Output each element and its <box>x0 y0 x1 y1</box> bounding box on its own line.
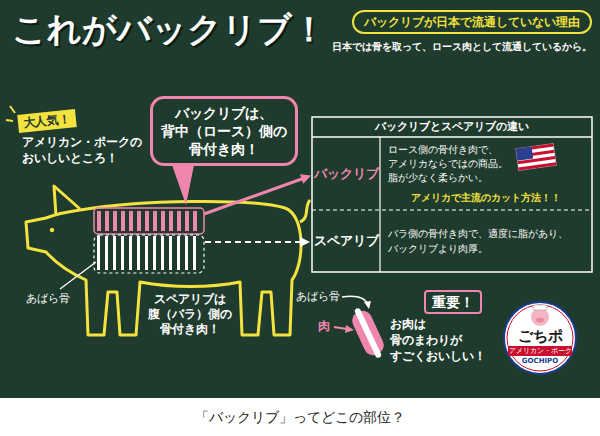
chalkboard <box>0 0 600 398</box>
table-cell: ロース側の骨付き肉で、 アメリカならではの商品。 脂が少なく柔らかい。アメリカで… <box>380 137 592 210</box>
bone <box>354 307 382 358</box>
text-line: 脂が少なく柔らかい。 <box>388 171 508 185</box>
node-text: 大人気！ <box>22 111 71 132</box>
part-label: あばら骨 <box>26 292 70 306</box>
text-line: 骨のまわりが <box>390 332 486 348</box>
sparkle <box>10 106 15 113</box>
text-line: ロース側の骨付き肉で、 <box>388 143 508 157</box>
dashed-arrow <box>205 241 300 243</box>
node-text: スペアリブ <box>314 232 379 250</box>
table-frame <box>312 117 592 272</box>
meat <box>349 308 387 358</box>
node-text: ロース側の骨付き肉で、 アメリカならではの商品。 脂が少なく柔らかい。 <box>388 143 508 185</box>
node-text: GOCHIPO <box>502 357 578 366</box>
pig-outline <box>26 201 301 335</box>
leader-line <box>60 262 96 289</box>
back-ribs <box>97 211 201 231</box>
caption: 「バックリブ」ってどこの部位？ <box>195 408 405 426</box>
sparkle <box>6 120 13 121</box>
bone-meat <box>348 304 389 361</box>
meat-leader <box>334 327 347 329</box>
text-line: バックリブより肉厚。 <box>388 241 568 256</box>
node-text: バックリブは、 背中（ロース）側の 骨付き肉！ <box>161 104 287 158</box>
speech-bubble: バックリブは、 背中（ロース）側の 骨付き肉！ <box>150 96 298 166</box>
important-tag: 重要！ <box>424 290 482 314</box>
text-line: アメリカならではの商品。 <box>388 157 508 171</box>
arrow-head <box>364 301 371 309</box>
callout-text: アメリカン・ポークの おいしいところ！ <box>22 134 142 166</box>
table-row-head: スペアリブ <box>312 210 380 272</box>
table-rule <box>379 137 380 272</box>
flag-field <box>516 143 557 170</box>
node-text: バックリブ <box>314 165 379 183</box>
us-flag <box>516 143 557 170</box>
table-rule <box>312 209 592 210</box>
pig-eye <box>50 228 54 232</box>
pig-ear <box>54 186 80 216</box>
table-row-head: バックリブ <box>312 137 380 210</box>
node-text: バックリブが日本で流通していない理由 <box>364 14 580 30</box>
text-line: アメリカン・ポークの <box>22 134 142 150</box>
reason-pill: バックリブが日本で流通していない理由 <box>352 10 592 34</box>
node-text: バックリブとスペアリブの違い <box>312 120 592 134</box>
text-line: 腹（バラ）側の <box>148 307 232 322</box>
spare-ribs-outline <box>94 235 204 273</box>
text-line: スペアリブは <box>148 292 232 307</box>
flag-stripe <box>518 162 556 170</box>
node-text: ごちポ <box>502 327 578 345</box>
pig-tail <box>300 200 310 222</box>
pink-arrow <box>204 179 303 215</box>
arrow-head <box>345 325 354 333</box>
bubble-tail <box>172 165 194 205</box>
text-line: バラ側の骨付き肉で、適度に脂があり、 <box>388 226 568 241</box>
flag-canton <box>516 147 534 161</box>
title: これがバックリブ！ <box>12 8 326 50</box>
arrow-head <box>300 174 311 183</box>
note-text: お肉は 骨のまわりが すごくおいしい！ <box>390 316 486 364</box>
text-line: 背中（ロース）側の <box>161 122 287 140</box>
text-line: お肉は <box>390 316 486 332</box>
text-line: 骨付き肉！ <box>148 322 232 337</box>
logo-snout <box>536 317 544 322</box>
part-label: 肉 <box>318 318 330 334</box>
logo-badge: ごちポアメリカン・ポークGOCHIPO <box>502 300 578 376</box>
table-cell: バラ側の骨付き肉で、適度に脂があり、 バックリブより肉厚。 <box>380 210 592 272</box>
text-line: すごくおいしい！ <box>390 348 486 364</box>
spare-ribs <box>97 236 201 270</box>
table-rule <box>312 136 592 138</box>
comparison-table: バックリブとスペアリブの違いバックリブロース側の骨付き肉で、 アメリカならではの… <box>312 117 592 272</box>
logo-pig <box>531 308 549 326</box>
text-line: 骨付き肉！ <box>161 140 287 158</box>
node-text: アメリカで主流のカット方法！！ <box>380 191 592 205</box>
text-line: バックリブは、 <box>161 104 287 122</box>
bone-leader <box>342 296 368 305</box>
back-ribs-outline <box>94 208 204 234</box>
part-note: スペアリブは 腹（バラ）側の 骨付き肉！ <box>148 292 232 337</box>
node-text: バラ側の骨付き肉で、適度に脂があり、 バックリブより肉厚。 <box>388 226 568 256</box>
logo-hat <box>533 305 547 310</box>
node-text: アメリカン・ポーク <box>508 346 572 356</box>
popular-tag: 大人気！ <box>17 109 77 133</box>
text-line: おいしいところ！ <box>22 150 142 166</box>
arrow-head <box>300 237 310 247</box>
part-label: あばら骨 <box>296 290 340 304</box>
node-text: 重要！ <box>432 292 474 312</box>
reason-note: 日本では骨を取って、ロース肉として流通しているから。 <box>332 40 592 54</box>
